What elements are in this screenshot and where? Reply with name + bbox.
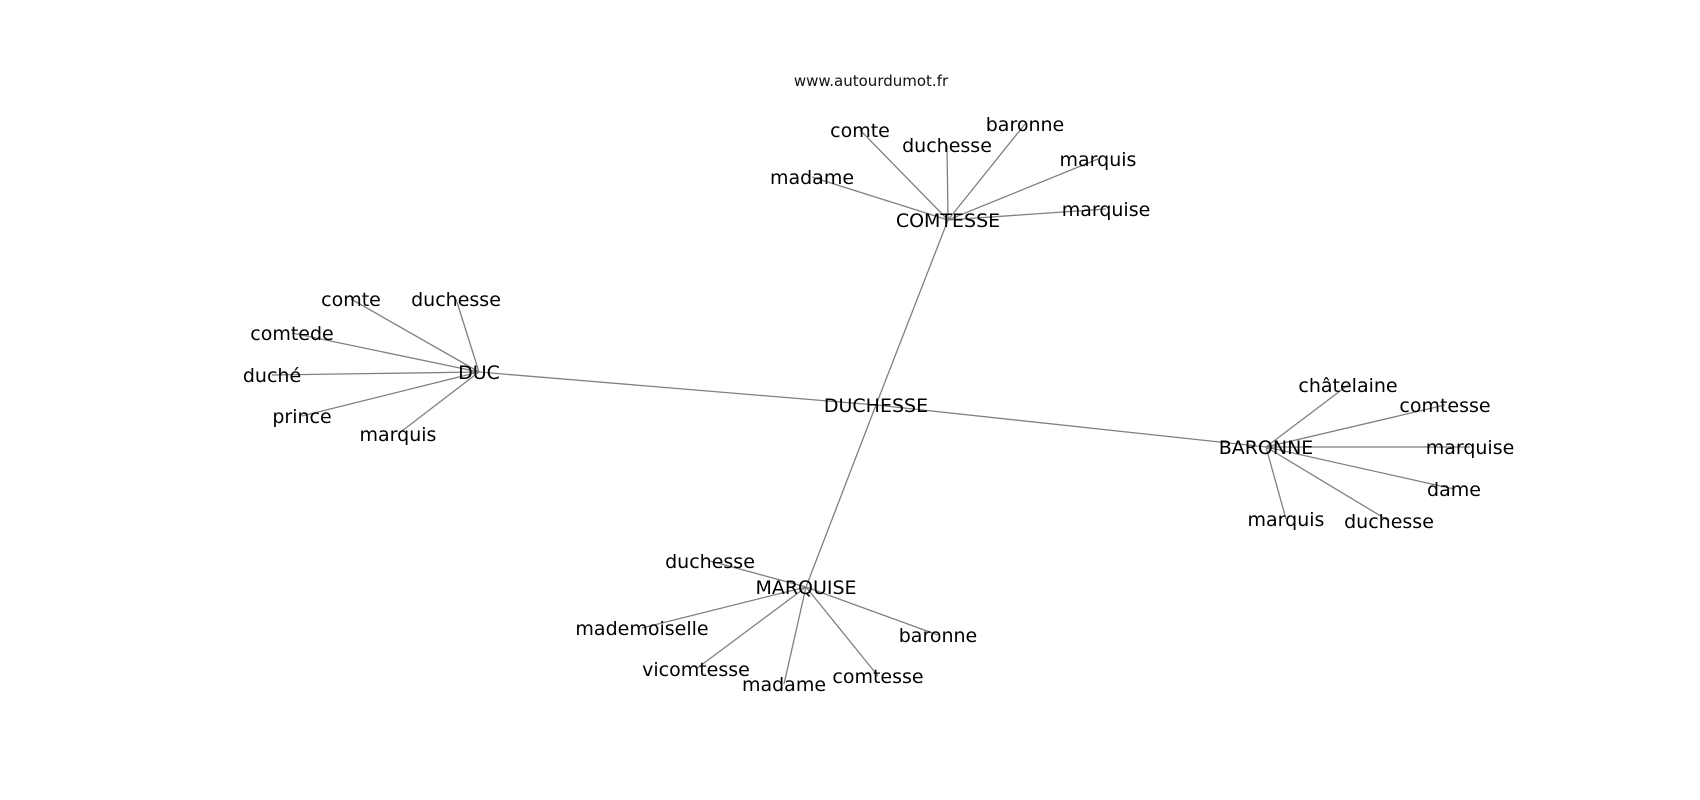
node-baronne-hub: BARONNE xyxy=(1219,437,1314,459)
node-comtesse-marquise: marquise xyxy=(1062,199,1151,221)
edge-marquise-hub-to-marquise-duchesse xyxy=(709,560,807,588)
node-comtesse-hub: COMTESSE xyxy=(896,210,1000,232)
node-marquise-duchesse: duchesse xyxy=(665,551,755,573)
node-comtesse-madame: madame xyxy=(770,167,854,189)
edge-duc-hub-to-duc-duchesse xyxy=(455,298,480,373)
site-caption[interactable]: www.autourdumot.fr xyxy=(793,72,949,90)
edge-marquise-hub-to-marquise-comtesse xyxy=(805,586,879,677)
edge-duchesse-center-to-marquise-hub xyxy=(805,404,877,588)
edge-duc-hub-to-duc-comtede xyxy=(291,332,480,373)
edge-marquise-hub-to-marquise-vicomtesse xyxy=(695,586,807,670)
edge-duc-hub-to-duc-duche xyxy=(271,371,480,376)
node-marquise-comtesse: comtesse xyxy=(832,666,923,688)
edge-comtesse-hub-to-comtesse-comte xyxy=(859,129,949,221)
edge-comtesse-hub-to-comtesse-marquis xyxy=(947,158,1099,221)
edge-duchesse-center-to-duc-hub xyxy=(478,371,877,406)
edge-baronne-hub-to-baronne-chatelaine xyxy=(1265,384,1349,448)
graph-labels: DUCHESSE COMTESSE comte duchesse baronne… xyxy=(243,114,1514,696)
edge-duc-hub-to-duc-prince xyxy=(301,371,480,417)
node-marquise-vicomtesse: vicomtesse xyxy=(642,659,750,681)
node-comtesse-duchesse: duchesse xyxy=(902,135,992,157)
edge-marquise-hub-to-marquise-mademoiselle xyxy=(641,586,807,629)
edge-baronne-hub-to-baronne-duchesse xyxy=(1265,446,1390,522)
node-duc-duche: duché xyxy=(243,365,301,387)
node-comtesse-marquis: marquis xyxy=(1060,149,1137,171)
edge-comtesse-hub-to-comtesse-madame xyxy=(811,176,949,221)
node-baronne-comtesse: comtesse xyxy=(1399,395,1490,417)
node-baronne-marquise: marquise xyxy=(1426,437,1515,459)
node-duc-hub: DUC xyxy=(458,362,500,384)
node-duc-duchesse: duchesse xyxy=(411,289,501,311)
node-baronne-marquis: marquis xyxy=(1248,509,1325,531)
node-marquise-mademoiselle: mademoiselle xyxy=(575,618,708,640)
node-marquise-baronne: baronne xyxy=(899,625,978,647)
edge-baronne-hub-to-baronne-dame xyxy=(1265,446,1455,490)
node-baronne-duchesse: duchesse xyxy=(1344,511,1434,533)
edge-duc-hub-to-duc-comte xyxy=(350,298,480,373)
node-duchesse-center: DUCHESSE xyxy=(824,395,928,417)
graph-edges xyxy=(271,123,1470,685)
edge-duchesse-center-to-comtesse-hub xyxy=(875,219,949,406)
edge-marquise-hub-to-marquise-madame xyxy=(783,586,807,685)
node-duc-prince: prince xyxy=(272,406,331,428)
edge-comtesse-hub-to-comtesse-marquise xyxy=(947,208,1107,221)
node-duc-comte: comte xyxy=(321,289,381,311)
edge-baronne-hub-to-baronne-comtesse xyxy=(1265,404,1446,448)
edge-baronne-hub-to-baronne-marquis xyxy=(1265,446,1287,520)
node-comtesse-comte: comte xyxy=(830,120,890,142)
node-marquise-hub: MARQUISE xyxy=(755,577,856,599)
edge-comtesse-hub-to-comtesse-baronne xyxy=(947,123,1026,221)
node-baronne-dame: dame xyxy=(1427,479,1481,501)
edge-duc-hub-to-duc-marquis xyxy=(397,371,480,435)
node-baronne-chatelaine: châtelaine xyxy=(1298,375,1397,397)
edge-duchesse-center-to-baronne-hub xyxy=(875,404,1267,448)
edge-comtesse-hub-to-comtesse-duchesse xyxy=(946,144,949,221)
node-marquise-madame: madame xyxy=(742,674,826,696)
node-comtesse-baronne: baronne xyxy=(986,114,1065,136)
node-duc-marquis: marquis xyxy=(360,424,437,446)
edge-marquise-hub-to-marquise-baronne xyxy=(805,586,939,636)
node-duc-comtede: comtede xyxy=(250,323,333,345)
